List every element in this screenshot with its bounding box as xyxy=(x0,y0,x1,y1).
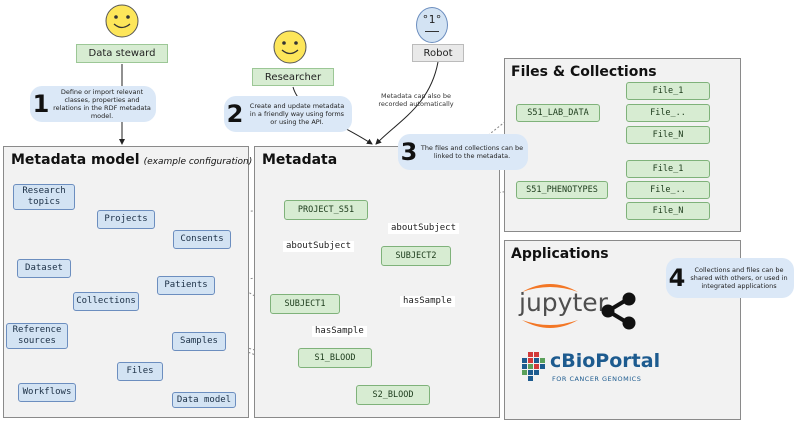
node-s51-phenotypes[interactable]: S51_PHENOTYPES xyxy=(516,181,608,199)
node-collections[interactable]: Collections xyxy=(73,292,139,311)
robot-label: Robot xyxy=(412,44,464,62)
callout-3-text: The files and collections can be linked … xyxy=(420,144,524,160)
edge-label-has-sample-2: hasSample xyxy=(400,296,455,307)
node-s1-blood[interactable]: S1_BLOOD xyxy=(298,348,372,368)
callout-4-number: 4 xyxy=(668,264,686,292)
callout-2-number: 2 xyxy=(226,100,244,128)
node-dataset[interactable]: Dataset xyxy=(17,259,71,278)
callout-2: 2 Create and update metadata in a friend… xyxy=(224,96,352,132)
cbioportal-tagline: FOR CANCER GENOMICS xyxy=(552,375,642,383)
robot-face-icon xyxy=(416,7,448,43)
metadata-model-title: Metadata model(example configuration) xyxy=(11,152,252,168)
node-pheno-file-n[interactable]: File_N xyxy=(626,202,710,220)
node-subject2[interactable]: SUBJECT2 xyxy=(381,246,451,266)
node-reference-sources[interactable]: Reference sources xyxy=(6,323,68,349)
callout-2-text: Create and update metadata in a friendly… xyxy=(249,102,345,126)
edge-label-has-sample-1: hasSample xyxy=(312,326,367,337)
callout-1-text: Define or import relevant classes, prope… xyxy=(53,88,151,120)
callout-1-number: 1 xyxy=(32,90,50,118)
node-files[interactable]: Files xyxy=(117,362,163,381)
node-pheno-file-dots[interactable]: File_.. xyxy=(626,181,710,199)
node-lab-file-1[interactable]: File_1 xyxy=(626,82,710,100)
jupyter-wordmark: jupyter xyxy=(519,288,608,317)
data-steward-face-icon xyxy=(105,4,139,38)
node-research-topics[interactable]: Research topics xyxy=(13,184,75,210)
cbioportal-wordmark: cBioPortal xyxy=(550,350,661,372)
node-s2-blood[interactable]: S2_BLOOD xyxy=(356,385,430,405)
edge-label-about-subject-2: aboutSubject xyxy=(388,223,460,234)
cbioportal-grid-icon xyxy=(522,352,545,381)
node-data-model[interactable]: Data model xyxy=(172,392,236,408)
metadata-model-subtitle: (example configuration) xyxy=(143,157,253,167)
researcher-label: Researcher xyxy=(252,68,334,86)
callout-1: 1 Define or import relevant classes, pro… xyxy=(30,86,156,122)
callout-4-text: Collections and files can be shared with… xyxy=(690,266,788,290)
data-steward-label: Data steward xyxy=(76,44,168,63)
callout-3: 3 The files and collections can be linke… xyxy=(398,134,528,170)
share-icon[interactable] xyxy=(598,290,640,332)
node-lab-file-n[interactable]: File_N xyxy=(626,126,710,144)
edge-label-about-subject-1: aboutSubject xyxy=(283,241,355,252)
node-workflows[interactable]: Workflows xyxy=(18,383,76,402)
callout-4: 4 Collections and files can be shared wi… xyxy=(666,258,794,298)
node-subject1[interactable]: SUBJECT1 xyxy=(270,294,340,314)
jupyter-logo[interactable]: jupyter xyxy=(516,280,608,330)
researcher-face-icon xyxy=(273,30,307,64)
node-pheno-file-1[interactable]: File_1 xyxy=(626,160,710,178)
node-projects[interactable]: Projects xyxy=(97,210,155,229)
jupyter-orbit-icon xyxy=(522,284,578,328)
robot-mouth xyxy=(425,31,439,32)
metadata-model-title-text: Metadata model xyxy=(11,152,140,168)
node-s51-lab-data[interactable]: S51_LAB_DATA xyxy=(516,104,600,122)
robot-arrow-2 xyxy=(375,61,439,145)
metadata-panel xyxy=(254,146,500,418)
node-patients[interactable]: Patients xyxy=(157,276,215,295)
metadata-title: Metadata xyxy=(262,152,338,168)
applications-title: Applications xyxy=(511,246,609,262)
callout-3-number: 3 xyxy=(400,138,418,166)
files-collections-title: Files & Collections xyxy=(511,64,657,80)
node-consents[interactable]: Consents xyxy=(173,230,231,249)
node-lab-file-dots[interactable]: File_.. xyxy=(626,104,710,122)
node-project-s51[interactable]: PROJECT_S51 xyxy=(284,200,368,220)
node-samples[interactable]: Samples xyxy=(172,332,226,351)
cbioportal-logo[interactable]: cBioPortal FOR CANCER GENOMICS xyxy=(520,350,660,386)
robot-note: Metadata can also be recorded automatica… xyxy=(378,92,454,108)
robot-face-eyes: °1° xyxy=(422,13,442,26)
